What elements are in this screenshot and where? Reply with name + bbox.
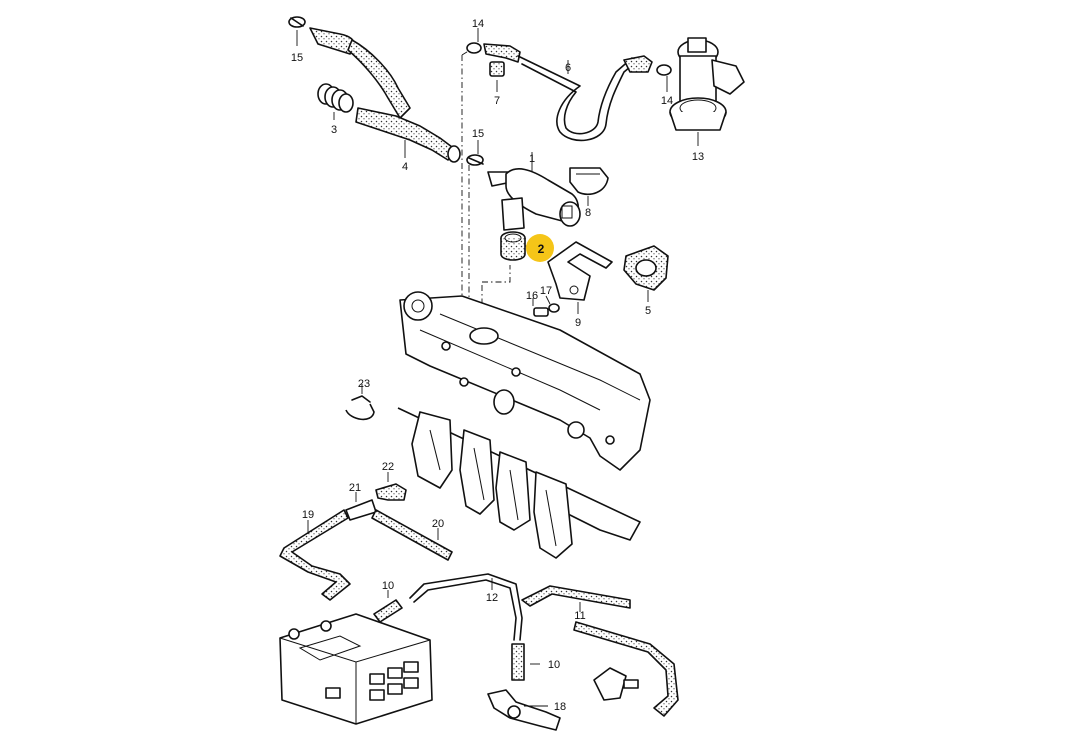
callout-14b: 14 [661,95,673,107]
part-11-long-hose [521,585,679,717]
callout-9: 9 [575,317,581,329]
part-18-valve [487,689,561,731]
callout-14a: 14 [472,18,484,30]
callout-6: 6 [565,62,571,74]
callout-2: 2 [538,242,545,256]
callout-labels: 15 3 4 14 7 6 14 13 15 1 8 2 16 17 9 5 2… [291,18,704,713]
callout-3: 3 [331,124,337,136]
part-16-bolt [532,298,549,317]
part-23-clip [345,384,375,421]
callout-4: 4 [402,161,408,173]
callout-11: 11 [574,610,585,622]
part-5-clamp [623,245,669,302]
check-valve [593,667,639,701]
part-13-pressure-regulator [669,37,745,146]
callout-1: 1 [529,153,535,165]
part-21-connector [345,492,377,521]
part-15-hose-clamp-lower [466,140,484,166]
callout-23: 23 [358,378,370,390]
callout-5: 5 [645,305,651,317]
assembly-centerlines [461,49,511,340]
callout-13: 13 [692,151,704,163]
part-12-pipe [409,573,523,641]
part-3-corrugated-boot [317,83,354,120]
callout-7: 7 [494,95,500,107]
part-14-hose-clamp-right [656,64,672,92]
part-17-washer [545,295,560,313]
part-22-elbow [375,472,407,501]
callout-15b: 15 [472,128,484,140]
part-4-intake-hose [309,27,461,163]
callout-19: 19 [302,509,314,521]
callout-10a: 10 [382,580,394,592]
part-2-grommet [500,231,532,261]
callout-10b: 10 [548,659,560,671]
part-15-hose-clamp [288,16,306,46]
part-10-short-hose-lower [511,643,540,681]
charcoal-canister [279,613,433,725]
callout-12: 12 [486,592,498,604]
part-14-hose-clamp-upper [466,28,482,54]
part-7-cap [489,61,505,92]
intake-manifold [397,291,651,559]
part-9-bracket [547,241,613,314]
part-10-short-hose-upper [373,590,403,623]
callout-15a: 15 [291,52,303,64]
part-1-valve-housing [487,152,581,231]
part-19-hose [279,509,351,601]
callout-16: 16 [526,290,538,302]
part-8-retaining-clip [569,167,609,206]
part-20-hose [371,509,453,561]
callout-20: 20 [432,518,444,530]
part-6-breather-pipe [483,43,653,142]
callout-21: 21 [349,482,361,494]
callout-17: 17 [540,285,552,297]
callout-18: 18 [554,701,566,713]
callout-8: 8 [585,207,591,219]
callout-2-highlight [526,234,554,262]
callout-22: 22 [382,461,394,473]
